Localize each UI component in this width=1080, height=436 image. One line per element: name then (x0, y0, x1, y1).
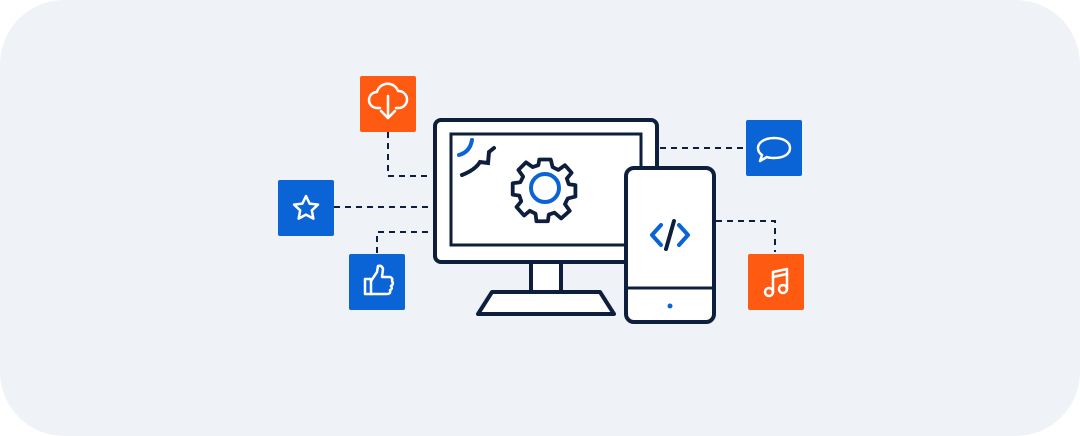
star-icon (292, 194, 320, 220)
connector-music (716, 220, 776, 252)
cloud-download-tile (360, 76, 416, 132)
music-note-tile (748, 254, 804, 310)
monitor-screen (449, 132, 643, 247)
star-tile (278, 180, 334, 236)
connector-lines (334, 132, 776, 253)
monitor-base (476, 290, 616, 316)
music-note-icon (763, 267, 789, 298)
gear-icon (510, 157, 578, 224)
code-brackets-icon (650, 219, 690, 251)
connector-thumbs (376, 231, 432, 253)
phone-home-dot (667, 303, 673, 309)
chat-bubble-tile (746, 120, 802, 176)
thumbs-up-tile (349, 254, 405, 310)
smartphone (624, 166, 716, 324)
cloud-download-icon (367, 82, 409, 120)
phone-body (624, 166, 716, 324)
thumbs-up-icon (363, 264, 395, 296)
connector-cloud (387, 132, 432, 177)
chat-bubble-icon (756, 136, 792, 163)
monitor-neck (529, 260, 563, 294)
desktop-monitor (433, 118, 659, 316)
small-gear-icon (457, 138, 496, 177)
